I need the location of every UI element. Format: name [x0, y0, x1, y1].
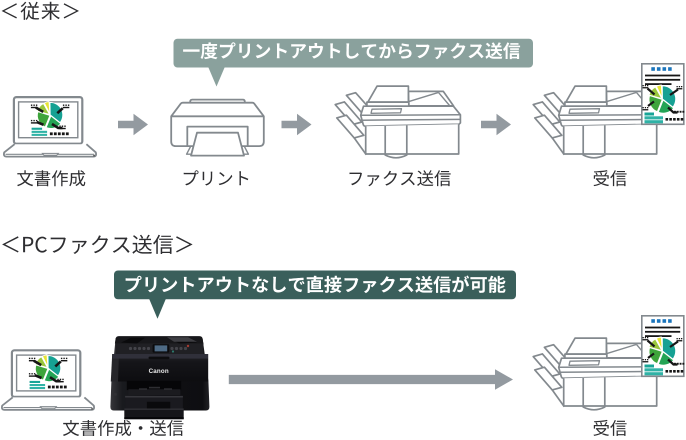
- svg-text:Canon: Canon: [149, 368, 169, 375]
